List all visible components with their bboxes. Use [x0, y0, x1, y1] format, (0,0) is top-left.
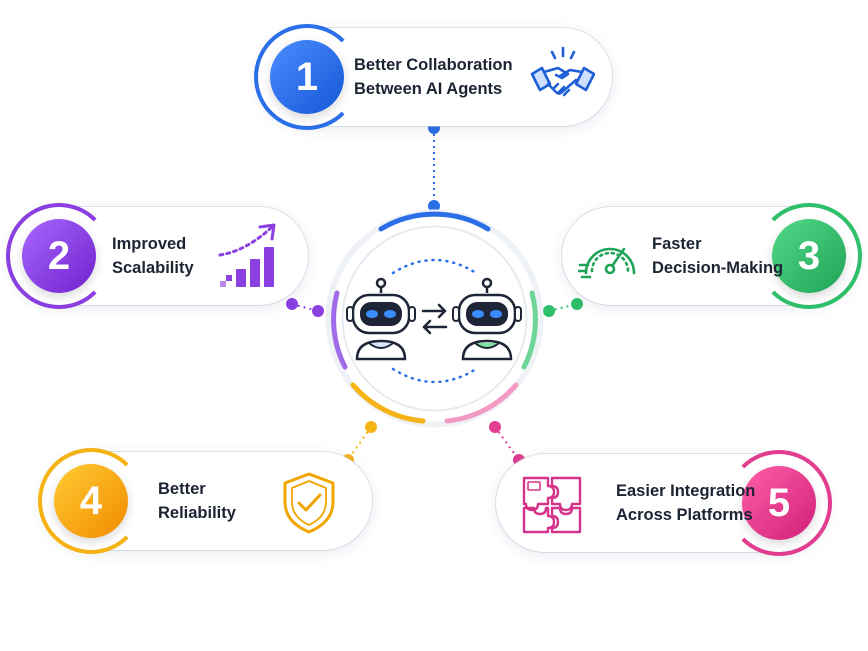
connector-2 — [291, 303, 319, 312]
connector-3-dot-pill — [571, 298, 583, 310]
benefit-3-line-2: Decision-Making — [652, 259, 784, 277]
exchange-arrows-icon — [421, 303, 448, 335]
benefit-1-line-2: Between AI Agents — [354, 80, 503, 98]
robot-right-icon — [452, 277, 522, 361]
benefit-card-4: 4 Better Reliability — [38, 448, 372, 554]
connector-5-dot-hub — [489, 421, 501, 433]
badge-number-4: 4 — [54, 464, 128, 538]
benefit-2-line-1: Improved — [112, 235, 187, 253]
speedometer-icon — [578, 247, 636, 279]
badge-ring-5 — [726, 450, 832, 556]
benefit-3-line-1: Faster — [652, 235, 702, 253]
badge-number-3: 3 — [772, 219, 846, 293]
robot-left-icon — [346, 277, 416, 361]
benefit-4-line-1: Better — [158, 480, 206, 498]
benefit-5-line-1: Easier Integration — [616, 482, 756, 500]
hub-arc-blue — [378, 211, 491, 232]
connector-2-dot-hub — [312, 305, 324, 317]
connector-3-dot-hub — [543, 305, 555, 317]
benefit-card-1: 1 Better Collaboration Between AI Agents — [254, 24, 612, 130]
badge-number-2: 2 — [22, 219, 96, 293]
benefit-label-5: Easier Integration Across Platforms — [616, 454, 755, 552]
benefit-label-4: Better Reliability — [158, 452, 236, 550]
benefit-card-3: 3 Faster Decision-Making — [562, 203, 862, 309]
benefit-1-line-1: Better Collaboration — [354, 56, 513, 74]
hub-arc-green — [521, 290, 538, 370]
connector-4-dot-hub — [365, 421, 377, 433]
badge-ring-1 — [254, 24, 360, 130]
hub-arc-yellow — [350, 382, 426, 424]
shield-check-icon — [283, 472, 335, 534]
growth-chart-icon — [218, 223, 276, 287]
badge-number-1: 1 — [270, 40, 344, 114]
benefit-4-line-2: Reliability — [158, 504, 236, 522]
benefit-label-2: Improved Scalability — [112, 207, 194, 305]
orbit-top — [391, 258, 478, 275]
badge-ring-2 — [6, 203, 112, 309]
badge-ring-3 — [756, 203, 862, 309]
puzzle-icon — [522, 476, 582, 534]
benefit-card-5: 5 Easier Integration Across Platforms — [496, 450, 832, 556]
connector-5 — [494, 426, 520, 461]
central-hub — [325, 209, 544, 428]
benefit-card-2: 2 Improved Scalability — [6, 203, 308, 309]
handshake-icon — [530, 46, 596, 97]
badge-number-5: 5 — [742, 466, 816, 540]
connector-4 — [347, 426, 372, 461]
connector-1-dot-hub — [428, 200, 440, 212]
connector-2-dot-pill — [286, 298, 298, 310]
orbit-bottom — [391, 367, 478, 384]
benefit-label-1: Better Collaboration Between AI Agents — [354, 28, 513, 126]
badge-ring-4 — [38, 448, 144, 554]
benefit-label-3: Faster Decision-Making — [652, 207, 783, 305]
hub-arc-purple — [331, 290, 348, 370]
benefit-2-line-2: Scalability — [112, 259, 194, 277]
benefit-5-line-2: Across Platforms — [616, 506, 753, 524]
hub-arc-pink — [444, 382, 519, 424]
